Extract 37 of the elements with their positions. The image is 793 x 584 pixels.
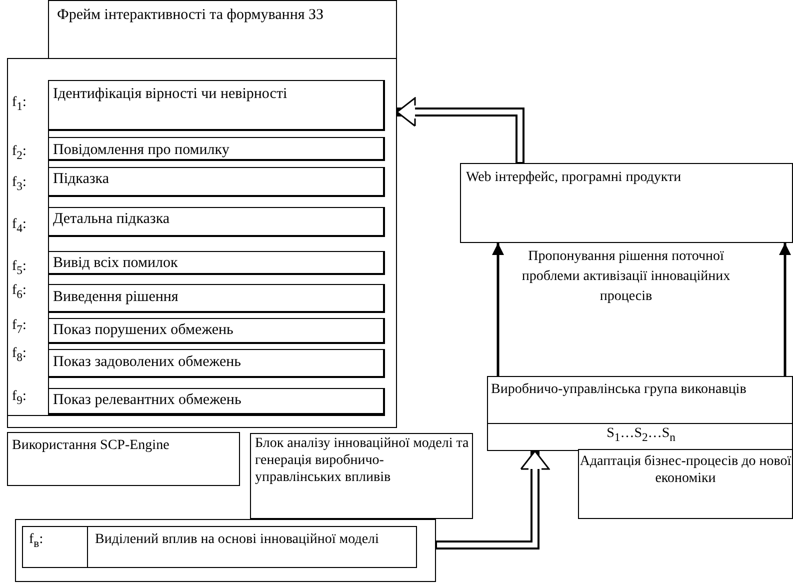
frame-box	[7, 58, 397, 428]
block-text: Підказка	[53, 171, 110, 188]
function-index: f$_{9}$:	[12, 388, 28, 409]
block-box	[48, 0, 397, 59]
block-text: Показ релевантних обмежень	[53, 392, 242, 409]
function-index: f$_{2}$:	[12, 143, 28, 164]
function-index: f$_{7}$:	[12, 317, 28, 338]
frame-box	[15, 519, 436, 582]
block-text: Блок аналізу інноваційної моделі та генерація виробничо-управлінських впливів	[255, 435, 469, 486]
block-text: Показ задоволених обмежень	[53, 354, 242, 371]
block-text: Фрейм інтерактивності та формування ЗЗ	[57, 7, 325, 24]
block-text: Web інтерфейс, програмні продукти	[466, 169, 682, 186]
block-text: Повідомлення про помилку	[53, 142, 230, 159]
function-index: f$_{4}$:	[12, 216, 28, 237]
block-box	[250, 433, 473, 519]
executor-list: S$_{1}$…S$_{2}$…S$_{n}$	[488, 425, 793, 446]
block-text: Виробничо-управлінська група виконавців	[491, 381, 748, 398]
block-text: Виділений вплив на основі інноваційної моделі	[95, 531, 380, 548]
block-text: Показ порушених обмежень	[53, 322, 234, 339]
block-text: Адаптація бізнес-процесів до нової економіки	[579, 453, 792, 487]
function-index: f$_{6}$:	[12, 282, 28, 303]
block-box	[460, 163, 793, 243]
block-text: Використання SCP-Engine	[12, 437, 170, 454]
block-box	[22, 526, 417, 568]
function-index: f$_{3}$:	[12, 174, 28, 195]
function-index: f$_{в}$:	[29, 531, 44, 552]
block-box	[578, 449, 793, 519]
block-box	[487, 376, 793, 451]
block-text: Виведення рішення	[53, 289, 180, 306]
annotation-text: Пропонування рішення поточної проблеми активізації інноваційних процесів	[520, 248, 732, 306]
block-text: Ідентифікація вірності чи невірності	[53, 86, 288, 103]
function-index: f$_{1}$:	[12, 94, 28, 115]
function-index: f$_{5}$:	[12, 258, 28, 279]
function-index: f$_{8}$:	[12, 345, 28, 366]
block-box	[7, 432, 240, 486]
block-text: Вивід всіх помилок	[53, 255, 179, 272]
block-text: Детальна підказка	[53, 211, 171, 228]
